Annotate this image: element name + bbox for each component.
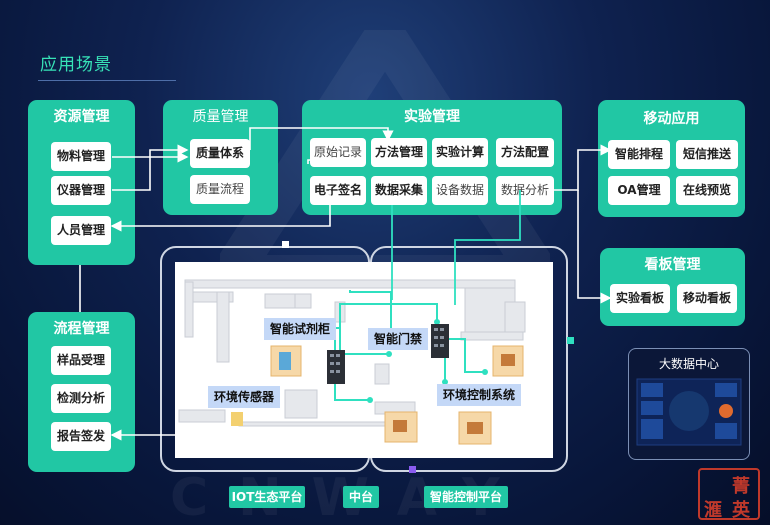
chip-report[interactable]: 报告签发 [51,422,111,451]
frame-marker [282,241,289,248]
chip-e-signature[interactable]: 电子签名 [310,176,366,205]
chip-preview[interactable]: 在线预览 [676,176,738,205]
label-reagent-cabinet: 智能试剂柜 [264,318,337,340]
panel-process-title: 流程管理 [53,321,110,337]
seal-char-1: 滙 [704,500,722,521]
seal-stamp: 滙 菁 英 [698,468,760,521]
chip-quality-flow[interactable]: 质量流程 [190,175,250,204]
panel-experiment: 实验管理 原始记录 方法管理 实验计算 方法配置 电子签名 数据采集 设备数据 … [302,100,562,215]
chip-detect[interactable]: 检测分析 [51,384,111,413]
floor-plan-walls [178,279,526,445]
chip-instrument[interactable]: 仪器管理 [51,176,111,205]
chip-raw-record[interactable]: 原始记录 [310,138,366,167]
label-env-sensor: 环境传感器 [208,386,281,408]
chip-data-analysis[interactable]: 数据分析 [496,176,554,205]
panel-mobile-title: 移动应用 [643,111,700,127]
platform-control[interactable]: 智能控制平台 [424,486,508,508]
label-env-control: 环境控制系统 [437,384,522,406]
panel-quality: 质量管理 质量体系 质量流程 [163,100,278,215]
bigdata-screen [636,378,742,446]
chip-calc[interactable]: 实验计算 [432,138,488,167]
lab-floor-plan [175,262,553,458]
chip-mobile-board[interactable]: 移动看板 [677,284,737,313]
panel-dashboard-title: 看板管理 [644,257,701,273]
panel-quality-title: 质量管理 [192,109,249,125]
platform-iot[interactable]: IOT生态平台 [229,486,305,508]
panel-resource-title: 资源管理 [53,109,110,125]
bigdata-center: 大数据中心 [628,348,750,460]
panel-dashboard: 看板管理 实验看板 移动看板 [600,248,745,326]
chip-sample[interactable]: 样品受理 [51,346,111,375]
seal-char-4: 英 [732,500,750,521]
chip-device-data[interactable]: 设备数据 [432,176,488,205]
chip-scheduling[interactable]: 智能排程 [608,140,670,169]
chip-lab-board[interactable]: 实验看板 [610,284,670,313]
panel-process: 流程管理 样品受理 检测分析 报告签发 [28,312,135,472]
panel-resource: 资源管理 物料管理 仪器管理 人员管理 [28,100,135,265]
sensor-marker [232,416,240,424]
chip-method-config[interactable]: 方法配置 [496,138,554,167]
chip-quality-system[interactable]: 质量体系 [190,139,250,168]
chip-material[interactable]: 物料管理 [51,142,111,171]
chip-personnel[interactable]: 人员管理 [51,216,111,245]
chip-sms[interactable]: 短信推送 [676,140,738,169]
chip-oa[interactable]: OA管理 [608,176,670,205]
chip-method-mgmt[interactable]: 方法管理 [371,138,427,167]
panel-experiment-title: 实验管理 [404,109,460,125]
platform-middle[interactable]: 中台 [343,486,379,508]
title-underline [38,80,176,81]
frame-marker-cyan [567,337,574,344]
section-title: 应用场景 [40,55,112,75]
seal-char-2: 菁 [732,476,750,497]
frame-marker-purple [409,466,416,473]
chip-data-collect[interactable]: 数据采集 [371,176,427,205]
label-smart-door: 智能门禁 [368,328,429,350]
panel-mobile: 移动应用 智能排程 短信推送 OA管理 在线预览 [598,100,745,217]
bigdata-title: 大数据中心 [658,357,719,371]
